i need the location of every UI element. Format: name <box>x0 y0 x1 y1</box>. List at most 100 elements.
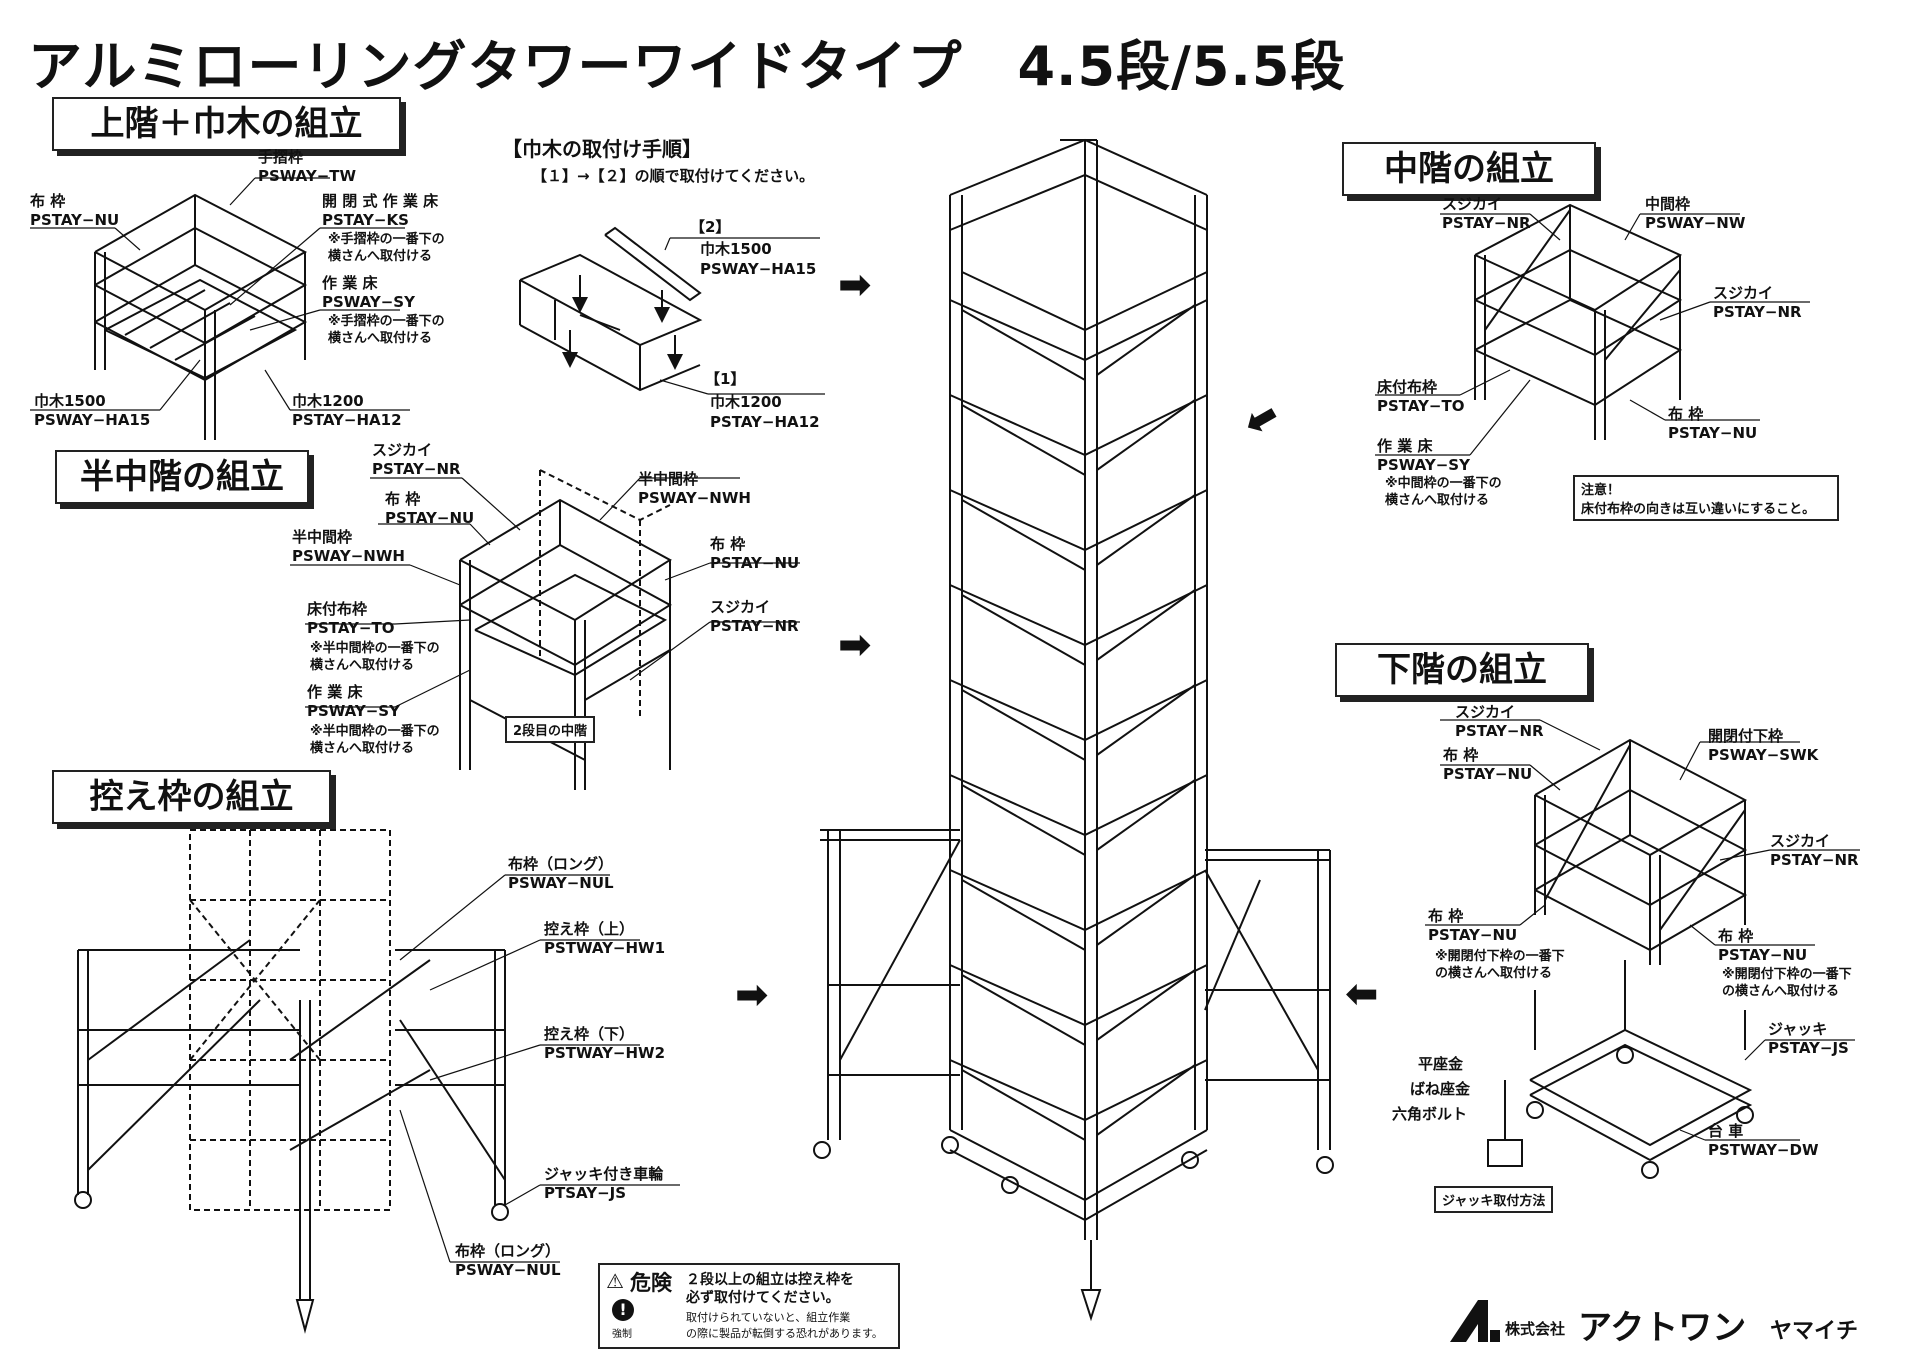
lower-assembly-drawing <box>1487 738 1754 1179</box>
tower-brace <box>1096 779 1196 851</box>
middle-caution-box: 注意！ 床付布枠の向きは互い違いにすること。 <box>1573 475 1839 521</box>
brace-label-lower: 控え枠（下）PSTWAY−HW2 <box>544 1025 666 1062</box>
warning-body-1: 取付けられていないと、組立作業 <box>686 1311 851 1324</box>
mandatory-label: 強制 <box>612 1329 632 1340</box>
jack-install-box: ジャッキ取付方法 <box>1434 1186 1554 1213</box>
mandatory-icon: ! <box>612 1299 634 1321</box>
arrow-right-icon: ➡ <box>838 622 872 668</box>
half-middle-level-box: 2段目の中階 <box>505 716 596 743</box>
arrow-left-icon: ➡ <box>1345 972 1379 1018</box>
brace-label-long-top: 布枠（ロング）PSWAY−NUL <box>508 855 614 892</box>
tower-brace <box>961 404 1086 476</box>
section-title-lower: 下階の組立 <box>1335 643 1589 697</box>
tower-brace <box>1096 399 1196 471</box>
middle-caution-text: 床付布枠の向きは互い違いにすること。 <box>1581 502 1816 517</box>
tower-level-rail <box>949 1059 1208 1122</box>
tower-brace <box>961 784 1086 856</box>
toe-board-drawing <box>519 226 703 392</box>
company-prefix: 株式会社 <box>1505 1320 1566 1338</box>
half-note-work-floor: ※半中間枠の一番下の 横さんへ取付ける <box>310 724 440 756</box>
tower-brace <box>961 594 1086 666</box>
middle-caution-title: 注意！ <box>1581 483 1621 498</box>
company-logo-mark <box>1450 1300 1500 1342</box>
tower-brace <box>961 689 1086 761</box>
tower-brace <box>961 499 1086 571</box>
tower-brace <box>961 1069 1086 1141</box>
half-middle-drawing <box>459 469 672 790</box>
toe-step1-label: 巾木1200 <box>710 393 782 411</box>
warning-box: ⚠ 危険 ２段以上の組立は控え枠を 必ず取付けてください。 ! 強制 取付けられ… <box>598 1263 900 1349</box>
tower-brace <box>1096 1064 1196 1136</box>
toe-step1-tag: 【1】 <box>705 370 746 388</box>
tower-brace <box>961 309 1086 381</box>
tower-brace <box>961 974 1086 1046</box>
middle-note-work-floor: ※中間枠の一番下の 横さんへ取付ける <box>1385 476 1502 508</box>
warning-body-2: の際に製品が転倒する恐れがあります。 <box>686 1327 883 1340</box>
toe-step2-tag: 【2】 <box>690 218 731 236</box>
tower-outriggers <box>813 829 1334 1174</box>
lower-label-spring-washer: ばね座金 <box>1410 1080 1471 1098</box>
company-name: アクトワン <box>1578 1308 1747 1348</box>
tower-level-rail <box>949 489 1208 552</box>
lower-note-cloth-left: ※開閉付下枠の一番下 の横さんへ取付ける <box>1435 949 1565 981</box>
tower-brace <box>1096 589 1196 661</box>
lower-label-hex-bolt: 六角ボルト <box>1392 1105 1468 1123</box>
upper-assembly-drawing <box>94 193 308 440</box>
section-title-half-middle: 半中階の組立 <box>55 450 309 504</box>
middle-assembly-drawing <box>1474 203 1683 440</box>
leader-lines <box>30 177 1860 1263</box>
warning-level: 危険 <box>630 1271 672 1295</box>
tower-level-rail <box>949 679 1208 742</box>
tower-brace <box>961 879 1086 951</box>
warning-triangle-icon: ⚠ <box>606 1269 624 1293</box>
section-title-upper: 上階＋巾木の組立 <box>52 97 401 151</box>
tower-level-rail <box>949 869 1208 932</box>
warning-headline-1: ２段以上の組立は控え枠を <box>686 1272 854 1288</box>
warning-headline-2: 必ず取付けてください。 <box>686 1290 840 1306</box>
toe-step1-part: PSTAY−HA12 <box>710 413 820 431</box>
tower-level-rail <box>949 394 1208 457</box>
main-tower <box>949 138 1208 1240</box>
tower-brace <box>1096 494 1196 566</box>
brace-assembly-drawing <box>74 829 509 1334</box>
tower-level-rail <box>949 774 1208 837</box>
company-suffix: ヤマイチ <box>1770 1319 1859 1344</box>
upper-note-opening-floor: ※手摺枠の一番下の 横さんへ取付ける <box>328 232 445 264</box>
lower-note-cloth-right: ※開閉付下枠の一番下 の横さんへ取付ける <box>1722 967 1852 999</box>
arrow-right-icon: ➡ <box>838 262 872 308</box>
toe-steps-instruction: 【１】→【２】の順で取付けてください。 <box>532 167 815 185</box>
tower-level-rail <box>949 584 1208 647</box>
tower-level-rail <box>949 299 1208 362</box>
upper-note-work-floor: ※手摺枠の一番下の 横さんへ取付ける <box>328 314 445 346</box>
tower-level-rail <box>949 964 1208 1027</box>
page-title: アルミローリングタワーワイドタイプ 4.5段/5.5段 <box>28 35 1346 98</box>
section-title-brace: 控え枠の組立 <box>52 770 331 824</box>
tower-casters <box>941 1136 1199 1322</box>
tower-brace <box>1096 969 1196 1041</box>
toe-step2-label: 巾木1500 <box>700 240 772 258</box>
